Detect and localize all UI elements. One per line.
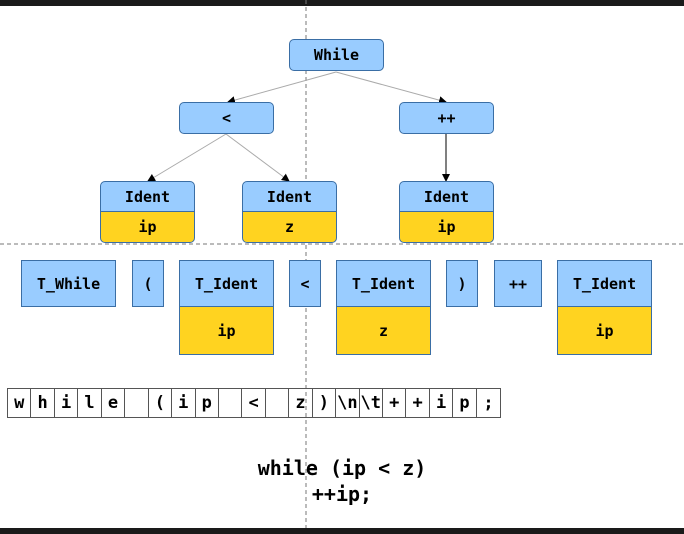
ast-lt-node: < [179,102,274,134]
token-value-ip-2: ip [557,307,652,355]
char-cell: l [78,389,102,417]
char-cell: + [383,389,407,417]
char-cell: ) [313,389,337,417]
token-rparen: ) [446,260,478,307]
edge-lt-to-left-ident [147,133,227,182]
char-cell: \n [336,389,360,417]
token-value-ip: ip [179,307,274,355]
ident-label: Ident [100,181,195,212]
source-line-2: ++ip; [311,482,373,506]
char-cell: w [8,389,32,417]
char-cell: h [31,389,55,417]
token-t-ident-ip: T_Ident [179,260,274,307]
ast-while-node: While [289,39,384,71]
source-line-1: while (ip < z) [257,456,427,480]
token-t-ident-ip-2: T_Ident [557,260,652,307]
bottom-border-bar [0,528,684,534]
edge-while-to-lt [227,71,337,104]
char-cell: i [430,389,454,417]
char-cell: ( [149,389,173,417]
ident-value: ip [399,212,494,243]
char-cell: z [289,389,313,417]
ident-label: Ident [399,181,494,212]
char-cell: \t [360,389,383,417]
char-cell [125,389,149,417]
top-border-bar [0,0,684,6]
ast-right-ident-node: Ident z [242,181,337,243]
char-cell: < [242,389,266,417]
char-cell: ; [483,393,494,413]
ast-incr-node: ++ [399,102,494,134]
ident-label: Ident [242,181,337,212]
char-cell: + [406,389,430,417]
char-cell: p [453,389,477,417]
char-cell: p [196,389,219,417]
char-cell: e [102,389,126,417]
edge-lt-to-right-ident [225,133,290,182]
token-t-while: T_While [21,260,116,307]
ident-value: z [242,212,337,243]
char-cell: i [172,389,196,417]
token-lparen: ( [132,260,164,307]
ast-left-ident-node: Ident ip [100,181,195,243]
char-cell [266,389,290,417]
edge-while-to-incr [335,71,447,105]
token-t-ident-z: T_Ident [336,260,431,307]
token-incr: ++ [494,260,542,307]
ast-incr-ident-node: Ident ip [399,181,494,243]
char-cell [219,389,243,417]
ident-value: ip [100,212,195,243]
char-cell: i [55,389,79,417]
token-value-z: z [336,307,431,355]
token-lt: < [289,260,321,307]
